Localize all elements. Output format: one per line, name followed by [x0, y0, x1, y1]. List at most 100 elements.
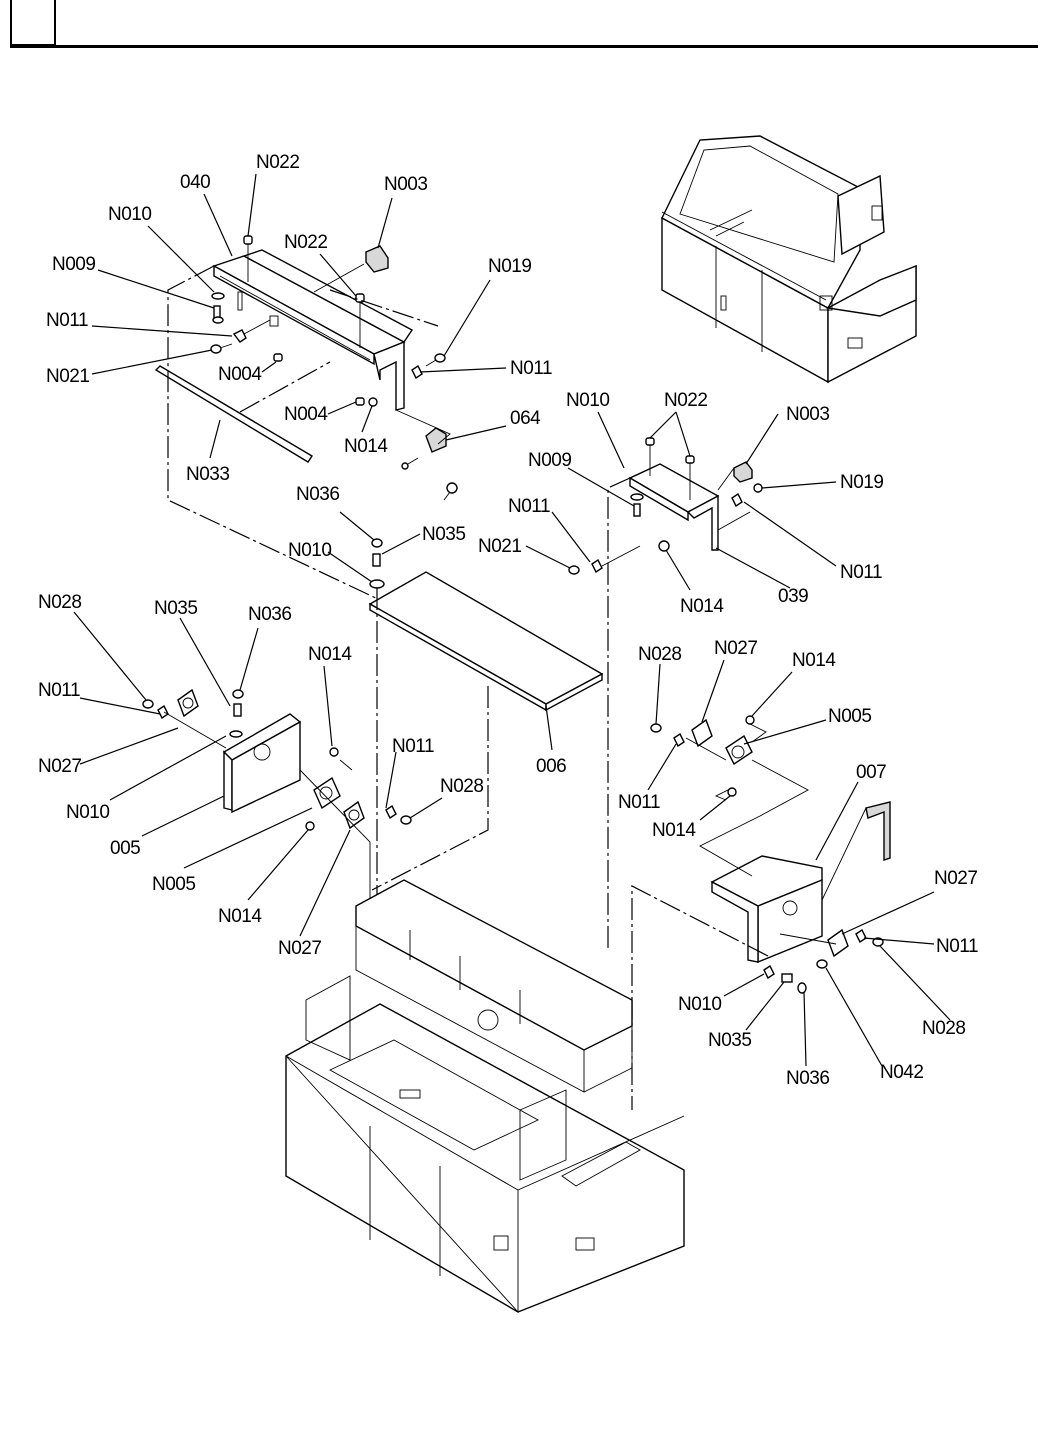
label-n036-c: N036: [786, 1068, 829, 1089]
part-n027-fan-guard-b: [692, 720, 712, 746]
part-n014-nut-a2: [306, 822, 314, 830]
label-n021-b: N021: [478, 536, 521, 557]
part-005-bracket: [224, 714, 300, 812]
part-n036-cap-c: [798, 983, 806, 993]
label-n033: N033: [186, 464, 229, 485]
part-n003-clip: [366, 246, 388, 272]
label-n027: N027: [38, 756, 81, 777]
label-n014-c: N014: [308, 644, 352, 665]
label-n003-b: N003: [786, 404, 829, 425]
part-n011-washer-a2: [386, 806, 396, 818]
label-n036-b: N036: [248, 604, 291, 625]
part-n035-standoff: [373, 554, 380, 566]
label-n021: N021: [46, 366, 89, 387]
label-n010: N010: [108, 204, 151, 225]
label-n011-e: N011: [38, 680, 80, 701]
part-n010-washer-a: [230, 731, 242, 737]
label-n014: N014: [344, 436, 388, 457]
label-n028: N028: [38, 592, 81, 613]
label-n022-b: N022: [284, 232, 327, 253]
part-007-l-bar: [866, 802, 890, 860]
part-n014-nut-c: [746, 716, 754, 724]
part-n028-screw-b: [651, 724, 661, 732]
part-007-bracket: [712, 856, 822, 962]
label-n011-g: N011: [618, 792, 660, 813]
label-n014-b: N014: [680, 596, 724, 617]
part-n011-washer-a: [158, 706, 168, 718]
part-039-bracket: [630, 464, 718, 550]
label-040: 040: [180, 172, 210, 193]
part-n042-grommet: [817, 960, 827, 968]
label-005: 005: [110, 838, 140, 859]
label-007: 007: [856, 762, 886, 783]
part-n028-screw-a: [143, 700, 153, 708]
part-n014-nut-a: [330, 748, 338, 756]
label-n035-b: N035: [154, 598, 197, 619]
part-n021-screw: [211, 320, 270, 353]
part-n010-washer-b: [631, 494, 643, 500]
label-n004-b: N004: [284, 404, 328, 425]
part-n014-nut: [369, 398, 377, 406]
label-n042: N042: [880, 1062, 923, 1083]
label-n028-c: N028: [638, 644, 681, 665]
label-n028-b: N028: [440, 776, 483, 797]
part-n028-screw-a2: [401, 816, 411, 824]
label-n014-d: N014: [218, 906, 262, 927]
label-n027-c: N027: [714, 638, 757, 659]
part-n019-screw: [412, 354, 445, 378]
label-n009-b: N009: [528, 450, 571, 471]
machine-overview-illustration: [662, 136, 916, 382]
label-n011-f: N011: [392, 736, 434, 757]
label-n009: N009: [52, 254, 95, 275]
label-n019: N019: [488, 256, 531, 277]
part-n003-clip-b: [734, 462, 752, 482]
part-n005-fan-b: [726, 736, 752, 764]
part-n022-nut-b: [646, 438, 654, 445]
part-n036-cap-a: [233, 690, 243, 698]
label-n011-c: N011: [508, 496, 550, 517]
label-064: 064: [510, 408, 541, 429]
part-n010-washer-c: [764, 966, 774, 978]
part-n014-nut-b: [659, 541, 669, 551]
label-n011: N011: [46, 310, 88, 331]
label-n011-b: N011: [510, 358, 552, 379]
label-n014-f: N014: [652, 820, 696, 841]
label-n010-f: N010: [678, 994, 721, 1015]
part-n011-washer-e: [856, 930, 866, 942]
label-n010-c: N010: [566, 390, 609, 411]
label-n004: N004: [218, 364, 262, 385]
part-n005-fan: [314, 778, 340, 808]
part-n011-washer-b: [732, 494, 742, 506]
label-n003: N003: [384, 174, 427, 195]
part-n019-screw-b: [754, 484, 762, 492]
base-frame-assembly: [286, 880, 684, 1312]
label-n036: N036: [296, 484, 339, 505]
label-n014-e: N014: [792, 650, 836, 671]
part-n022-nut-c: [686, 456, 694, 463]
label-n035: N035: [422, 524, 465, 545]
label-n005: N005: [152, 874, 195, 895]
label-006: 006: [536, 756, 566, 777]
label-n022-c: N022: [664, 390, 707, 411]
part-040-bracket: [214, 250, 412, 410]
label-n028-d: N028: [922, 1018, 965, 1039]
label-039: 039: [778, 586, 808, 607]
part-n004-nut-2: [356, 398, 364, 405]
label-n027-d: N027: [934, 868, 977, 889]
label-n022: N022: [256, 152, 299, 173]
label-n011-d: N011: [840, 562, 882, 583]
part-n035-standoff-a: [234, 704, 241, 716]
part-n035-standoff-c: [782, 974, 792, 982]
label-n010-d: N010: [288, 540, 331, 561]
part-n010-washer-mid: [370, 580, 384, 588]
part-n011-washer-c: [592, 560, 602, 572]
label-n010-e: N010: [66, 802, 109, 823]
part-006-plate: [370, 572, 602, 710]
label-n027-b: N027: [278, 938, 321, 959]
part-n004-nut: [274, 354, 282, 361]
label-n011-h: N011: [936, 936, 978, 957]
part-n009-bolt-b: [634, 504, 640, 516]
part-n021-screw-b: [569, 566, 579, 574]
label-n035-c: N035: [708, 1030, 751, 1051]
